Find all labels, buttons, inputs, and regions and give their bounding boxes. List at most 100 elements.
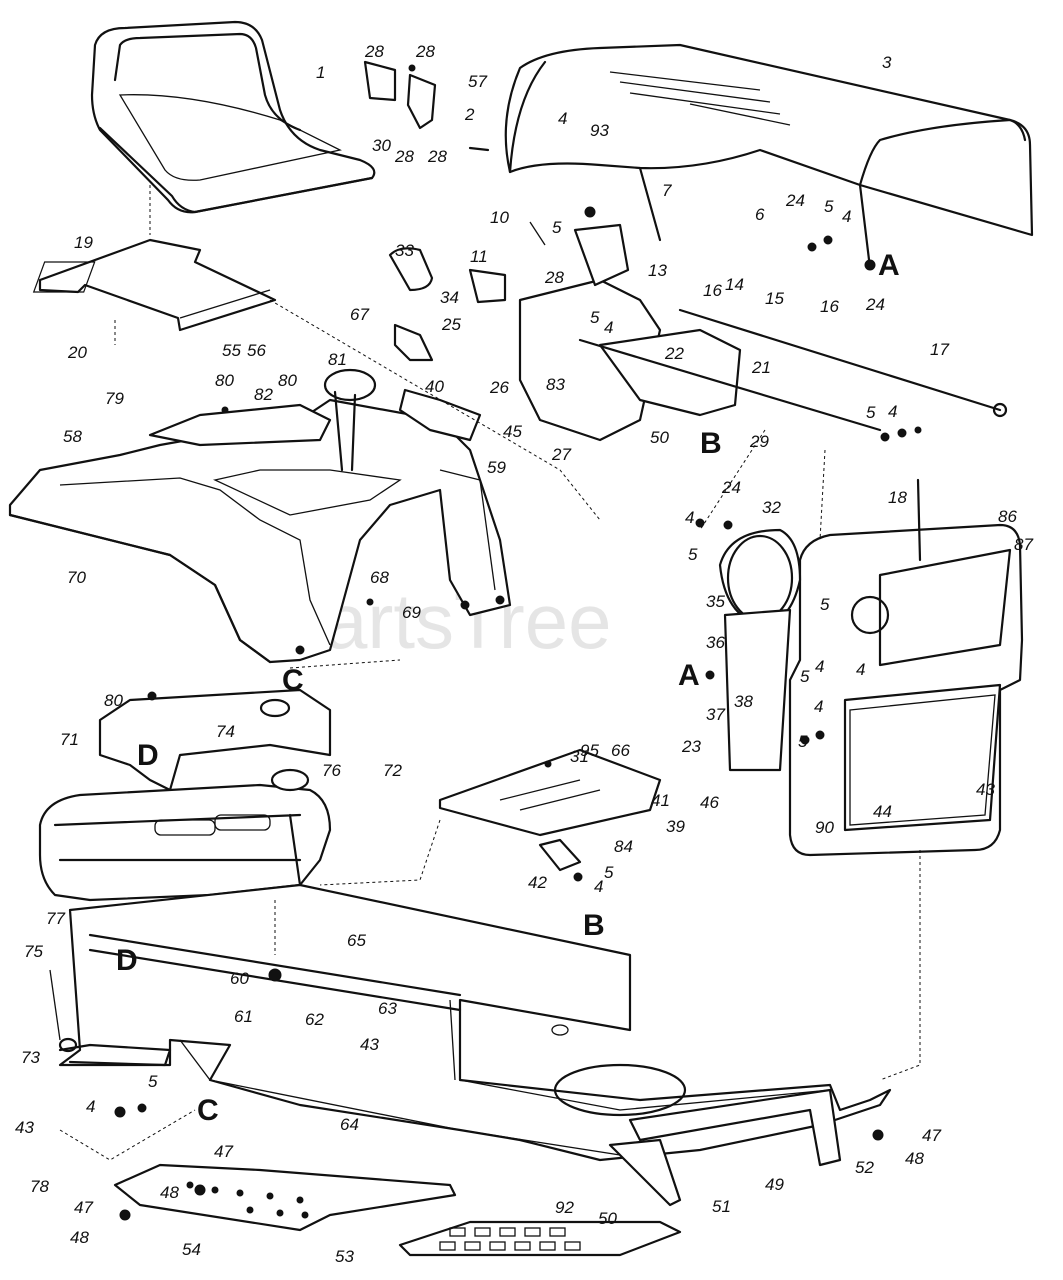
key-letter-b: B <box>700 427 722 460</box>
leader-lines <box>59 185 921 1161</box>
mount-plate-part <box>438 748 662 872</box>
connection-keys: A A B B C C D D <box>116 249 900 1127</box>
part-label-4: 4 <box>594 877 603 896</box>
part-label-77: 77 <box>46 909 65 928</box>
part-label-21: 21 <box>751 358 771 377</box>
hood-part <box>504 43 1034 270</box>
part-label-3: 3 <box>882 53 892 72</box>
part-label-24: 24 <box>865 295 885 314</box>
part-label-47: 47 <box>214 1142 233 1161</box>
part-label-43: 43 <box>976 780 995 799</box>
part-label-7: 7 <box>662 181 672 200</box>
part-label-4: 4 <box>558 109 567 128</box>
part-label-64: 64 <box>340 1115 359 1134</box>
part-label-59: 59 <box>487 458 506 477</box>
part-label-57: 57 <box>468 72 487 91</box>
part-label-87: 87 <box>1014 535 1033 554</box>
key-letter-c: C <box>282 664 304 697</box>
part-label-62: 62 <box>305 1010 324 1029</box>
part-label-38: 38 <box>734 692 753 711</box>
part-label-5: 5 <box>866 403 876 422</box>
part-label-45: 45 <box>503 422 522 441</box>
part-label-4: 4 <box>815 657 824 676</box>
part-label-51: 51 <box>712 1197 731 1216</box>
part-label-81: 81 <box>328 350 347 369</box>
part-label-28: 28 <box>427 147 447 166</box>
part-label-10: 10 <box>490 208 509 227</box>
key-letter-d: D <box>137 739 159 772</box>
part-label-25: 25 <box>441 315 461 334</box>
part-label-49: 49 <box>765 1175 784 1194</box>
part-label-11: 11 <box>470 247 488 266</box>
part-label-39: 39 <box>666 817 685 836</box>
part-label-95: 95 <box>580 741 599 760</box>
part-label-56: 56 <box>247 341 266 360</box>
part-label-76: 76 <box>322 761 341 780</box>
part-label-43: 43 <box>15 1118 34 1137</box>
part-label-42: 42 <box>528 873 547 892</box>
part-label-52: 52 <box>855 1158 874 1177</box>
part-label-40: 40 <box>425 377 444 396</box>
part-label-41: 41 <box>651 791 670 810</box>
part-label-80: 80 <box>104 691 123 710</box>
part-label-65: 65 <box>347 931 366 950</box>
part-label-48: 48 <box>160 1183 179 1202</box>
key-letter-a: A <box>678 659 700 692</box>
hardware-group-28 <box>363 60 490 152</box>
part-label-80: 80 <box>215 371 234 390</box>
part-label-4: 4 <box>842 207 851 226</box>
part-label-28: 28 <box>415 42 435 61</box>
part-labels: 1 2 3 4 4 4 4 4 4 4 4 4 4 5 5 5 5 5 5 5 … <box>15 42 1033 1266</box>
part-label-60: 60 <box>230 969 249 988</box>
lever-part <box>148 368 482 472</box>
part-label-15: 15 <box>765 289 784 308</box>
part-label-82: 82 <box>254 385 273 404</box>
seat-bracket-part <box>32 238 277 332</box>
part-label-33: 33 <box>395 241 414 260</box>
part-label-18: 18 <box>888 488 907 507</box>
part-label-86: 86 <box>998 507 1017 526</box>
part-label-29: 29 <box>749 432 769 451</box>
part-label-53: 53 <box>335 1247 354 1266</box>
part-label-50: 50 <box>650 428 669 447</box>
part-label-67: 67 <box>350 305 369 324</box>
part-label-5: 5 <box>800 667 810 686</box>
part-label-84: 84 <box>614 837 633 856</box>
part-label-16: 16 <box>820 297 839 316</box>
part-label-50: 50 <box>598 1209 617 1228</box>
part-label-4: 4 <box>604 318 613 337</box>
footrest-right-part <box>398 1220 682 1257</box>
part-label-28: 28 <box>364 42 384 61</box>
part-label-4: 4 <box>86 1097 95 1116</box>
fasteners <box>114 206 922 1221</box>
part-label-32: 32 <box>762 498 781 517</box>
part-label-93: 93 <box>590 121 609 140</box>
part-label-16: 16 <box>703 281 722 300</box>
part-label-70: 70 <box>67 568 86 587</box>
part-label-34: 34 <box>440 288 459 307</box>
part-label-35: 35 <box>706 592 725 611</box>
part-label-83: 83 <box>546 375 565 394</box>
frame-part <box>58 883 892 1207</box>
key-letter-a: A <box>878 249 900 282</box>
part-label-31: 31 <box>570 747 589 766</box>
part-label-63: 63 <box>378 999 397 1018</box>
part-label-14: 14 <box>725 275 744 294</box>
part-label-5: 5 <box>148 1072 158 1091</box>
brake-rod-part <box>49 969 172 1067</box>
part-label-79: 79 <box>105 389 124 408</box>
key-letter-b: B <box>583 909 605 942</box>
part-label-2: 2 <box>464 105 475 124</box>
part-label-24: 24 <box>721 478 741 497</box>
grille-part <box>788 478 1024 857</box>
part-label-5: 5 <box>604 863 614 882</box>
part-label-78: 78 <box>30 1177 49 1196</box>
part-label-19: 19 <box>74 233 93 252</box>
part-label-27: 27 <box>551 445 571 464</box>
part-label-5: 5 <box>824 197 834 216</box>
part-label-4: 4 <box>856 660 865 679</box>
part-label-6: 6 <box>755 205 765 224</box>
part-label-17: 17 <box>930 340 949 359</box>
control-rods <box>529 221 1008 432</box>
